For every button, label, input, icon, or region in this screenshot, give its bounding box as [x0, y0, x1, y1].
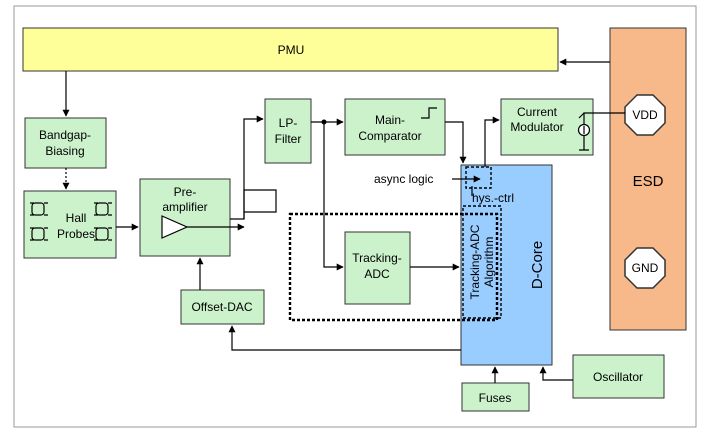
amplifier-triangle-icon: [161, 215, 189, 239]
gnd-pad: GND: [624, 247, 666, 289]
tracking-algo-line1: Tracking-ADC: [468, 224, 482, 299]
main-comparator-block: Main- Comparator: [344, 98, 446, 156]
async-logic-box: [465, 166, 492, 189]
bandgap-line1: Bandgap-: [39, 128, 91, 142]
hall-probes-block: Hall Probes: [23, 190, 117, 259]
current-source-icon: [577, 123, 591, 137]
hysteresis-icon: [421, 107, 437, 119]
tracking-loop-boundary: [288, 212, 499, 322]
esd-block: ESD: [609, 27, 687, 331]
preamp-line1: Pre-: [174, 185, 197, 199]
lpfilter-line1: LP-: [279, 116, 298, 130]
preamp-line2: amplifier: [162, 200, 207, 214]
lp-filter-block: LP- Filter: [264, 98, 312, 164]
current-mod-line2: Modulator: [510, 120, 563, 134]
tracking-algorithm: Tracking-ADC Algorithm: [462, 205, 502, 319]
current-modulator-block: Current Modulator: [500, 98, 594, 156]
esd-label: ESD: [633, 173, 664, 190]
offset-dac-label: Offset-DAC: [191, 300, 252, 314]
tracking-adc-line1: Tracking-: [352, 251, 402, 265]
tracking-adc-block: Tracking- ADC: [344, 231, 411, 305]
offset-dac-block: Offset-DAC: [180, 289, 265, 325]
signal-wires: [62, 58, 625, 383]
comparator-line1: Main-: [375, 113, 405, 127]
preamplifier-block: Pre- amplifier: [139, 178, 231, 257]
tracking-adc-line2: ADC: [364, 267, 390, 281]
dcore-block: D-Core: [460, 164, 553, 366]
tracking-algo-line2: Algorithm: [482, 237, 496, 288]
hys-ctrl-label: hys.-ctrl: [472, 191, 514, 205]
diagram-frame: [13, 5, 697, 428]
bandgap-line2: Biasing: [45, 144, 84, 158]
lpfilter-line2: Filter: [275, 132, 302, 146]
pmu-label: PMU: [278, 43, 305, 57]
dcore-label: D-Core: [529, 241, 546, 289]
fuses-block: Fuses: [461, 382, 530, 412]
oscillator-label: Oscillator: [593, 370, 643, 384]
pmu-block: PMU: [22, 27, 559, 72]
comparator-line2: Comparator: [358, 129, 421, 143]
hall-line1: Hall: [66, 211, 87, 225]
oscillator-block: Oscillator: [572, 354, 665, 399]
vdd-label: VDD: [632, 108, 658, 122]
current-mod-line1: Current: [517, 105, 558, 119]
bandgap-block: Bandgap- Biasing: [24, 117, 107, 169]
vdd-pad: VDD: [624, 94, 666, 136]
fuses-label: Fuses: [479, 391, 512, 405]
hall-line2: Probes: [57, 227, 95, 241]
hall-sensor-icons: [30, 202, 112, 241]
async-logic-label: async logic: [374, 172, 433, 186]
gnd-label: GND: [632, 261, 659, 275]
